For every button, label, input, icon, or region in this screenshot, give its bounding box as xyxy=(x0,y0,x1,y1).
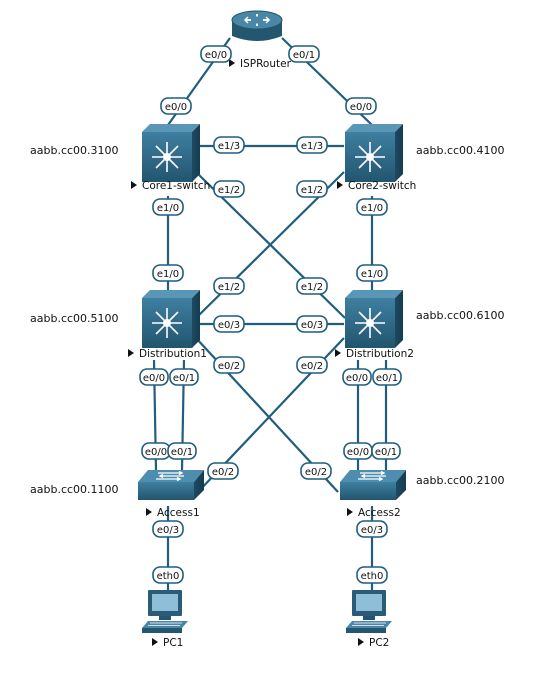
svg-text:e0/1: e0/1 xyxy=(375,447,397,458)
svg-text:e0/0: e0/0 xyxy=(350,102,372,113)
dist1-device[interactable] xyxy=(142,290,200,348)
core1-mac-label: aabb.cc00.3100 xyxy=(30,144,119,157)
isprouter-label: ISPRouter xyxy=(240,58,292,70)
dist1-mac-label: aabb.cc00.5100 xyxy=(30,312,119,325)
port-label: e0/1 xyxy=(169,368,199,386)
svg-text:e0/1: e0/1 xyxy=(173,373,195,384)
svg-text:e0/3: e0/3 xyxy=(361,525,383,536)
svg-text:e0/0: e0/0 xyxy=(145,447,167,458)
port-label: e1/2 xyxy=(213,277,245,295)
port-label: eth0 xyxy=(356,566,388,584)
svg-text:e1/0: e1/0 xyxy=(361,269,383,280)
switch-icon xyxy=(138,470,204,500)
core2-device[interactable] xyxy=(345,124,403,182)
core1-device[interactable] xyxy=(142,124,200,182)
svg-text:e1/0: e1/0 xyxy=(157,269,179,280)
svg-text:e0/0: e0/0 xyxy=(346,373,368,384)
svg-text:e0/2: e0/2 xyxy=(212,467,234,478)
svg-text:e1/3: e1/3 xyxy=(301,141,323,152)
svg-text:e1/2: e1/2 xyxy=(301,185,323,196)
dist2-device[interactable] xyxy=(345,290,403,348)
svg-text:e0/0: e0/0 xyxy=(347,447,369,458)
svg-text:eth0: eth0 xyxy=(157,571,180,582)
port-label: eth0 xyxy=(152,566,184,584)
svg-text:e0/1: e0/1 xyxy=(376,373,398,384)
svg-text:e0/2: e0/2 xyxy=(218,361,240,372)
port-label: e0/1 xyxy=(167,442,197,460)
svg-text:e0/1: e0/1 xyxy=(171,447,193,458)
port-label: e0/2 xyxy=(296,356,328,374)
port-label: e0/2 xyxy=(300,462,332,480)
multilayer-switch-icon xyxy=(142,124,200,182)
port-label: e0/0 xyxy=(200,45,232,63)
port-label: e1/2 xyxy=(296,277,328,295)
svg-text:e0/0: e0/0 xyxy=(205,50,227,61)
access2-device[interactable] xyxy=(340,470,406,500)
port-label: e1/0 xyxy=(152,198,184,216)
svg-text:e0/2: e0/2 xyxy=(305,467,327,478)
port-label: e0/3 xyxy=(296,315,328,333)
port-label: e0/0 xyxy=(343,442,373,460)
pc1-device[interactable] xyxy=(142,590,188,633)
svg-text:e1/2: e1/2 xyxy=(218,185,240,196)
port-label: e0/2 xyxy=(213,356,245,374)
port-labels: e0/0 e0/1 e0/0 e0/0 e1/3 e1/3 e1/2 e1/2 … xyxy=(139,45,402,584)
multilayer-switch-icon xyxy=(345,290,403,348)
port-label: e1/0 xyxy=(152,264,184,282)
port-label: e0/2 xyxy=(207,462,239,480)
port-label: e1/0 xyxy=(356,264,388,282)
port-label: e1/0 xyxy=(356,198,388,216)
switch-icon xyxy=(340,470,406,500)
svg-text:e1/2: e1/2 xyxy=(218,282,240,293)
port-label: e0/0 xyxy=(160,97,192,115)
multilayer-switch-icon xyxy=(142,290,200,348)
isprouter-device[interactable]: ISPRouter xyxy=(229,10,292,70)
access2-mac-label: aabb.cc00.2100 xyxy=(416,474,505,487)
core1-label: Core1-switch xyxy=(142,180,210,192)
svg-text:e1/3: e1/3 xyxy=(218,141,240,152)
svg-text:e0/3: e0/3 xyxy=(157,525,179,536)
svg-text:e0/0: e0/0 xyxy=(165,102,187,113)
dist2-mac-label: aabb.cc00.6100 xyxy=(416,309,505,322)
port-label: e0/1 xyxy=(288,45,320,63)
port-label: e0/0 xyxy=(342,368,372,386)
port-label: e0/1 xyxy=(371,442,401,460)
port-label: e1/3 xyxy=(296,136,328,154)
port-label: e0/0 xyxy=(141,442,171,460)
pc2-label: PC2 xyxy=(369,637,389,649)
svg-text:e0/2: e0/2 xyxy=(301,361,323,372)
pc2-device[interactable] xyxy=(346,590,392,633)
access1-mac-label: aabb.cc00.1100 xyxy=(30,483,119,496)
port-label: e1/3 xyxy=(213,136,245,154)
pc1-label: PC1 xyxy=(163,637,183,649)
core2-mac-label: aabb.cc00.4100 xyxy=(416,144,505,157)
access2-label: Access2 xyxy=(358,507,401,519)
router-icon xyxy=(231,10,283,41)
access1-label: Access1 xyxy=(157,507,200,519)
dist2-label: Distribution2 xyxy=(346,348,414,360)
port-label: e0/3 xyxy=(213,315,245,333)
svg-text:e0/3: e0/3 xyxy=(301,320,323,331)
svg-text:e1/0: e1/0 xyxy=(361,203,383,214)
access1-device[interactable] xyxy=(138,470,204,500)
pc-icon xyxy=(142,590,188,633)
pc-icon xyxy=(346,590,392,633)
port-label: e0/3 xyxy=(152,520,184,538)
svg-text:e1/0: e1/0 xyxy=(157,203,179,214)
svg-text:e0/0: e0/0 xyxy=(143,373,165,384)
core2-label: Core2-switch xyxy=(348,180,416,192)
svg-text:e0/1: e0/1 xyxy=(293,50,315,61)
svg-text:e1/2: e1/2 xyxy=(301,282,323,293)
port-label: e1/2 xyxy=(296,180,328,198)
port-label: e0/1 xyxy=(372,368,402,386)
port-label: e0/0 xyxy=(345,97,377,115)
port-label: e0/0 xyxy=(139,368,169,386)
multilayer-switch-icon xyxy=(345,124,403,182)
dist1-label: Distribution1 xyxy=(139,348,207,360)
port-label: e0/3 xyxy=(356,520,388,538)
port-label: e1/2 xyxy=(213,180,245,198)
svg-text:e0/3: e0/3 xyxy=(218,320,240,331)
svg-text:eth0: eth0 xyxy=(361,571,384,582)
